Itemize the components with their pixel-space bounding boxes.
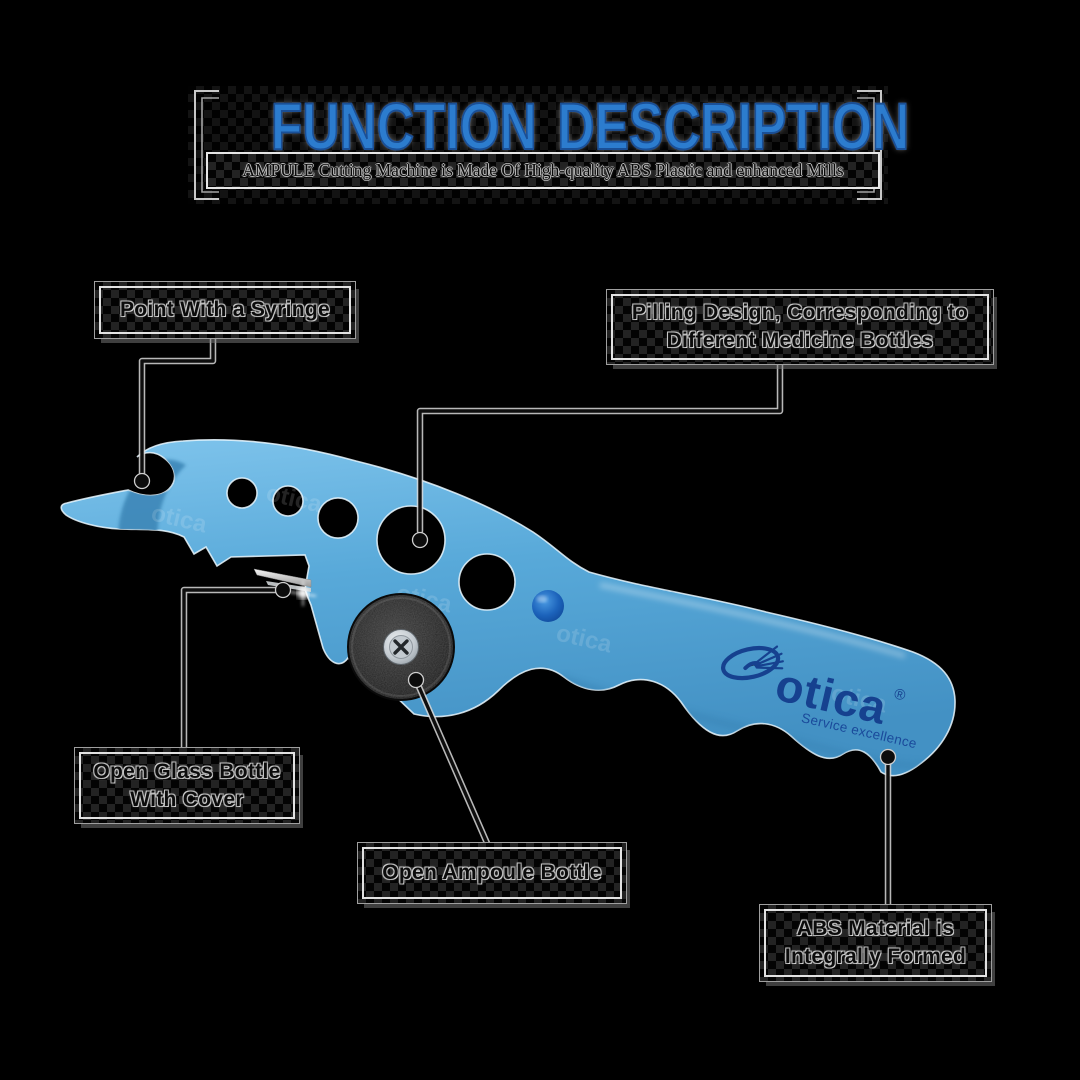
callout-label-line1: Pilling Design, Corresponding to [631, 301, 969, 325]
page-title: FUNCTION DESCRIPTION [270, 89, 910, 163]
callout-label-line1: ABS Material is [796, 917, 955, 941]
leader-open-glass-bottle [182, 588, 285, 749]
wheel-screw [383, 629, 419, 665]
dimple-highlight [536, 595, 548, 603]
leader-point-with-syringe [140, 335, 215, 476]
cutter-body [60, 438, 956, 777]
logo-orbit-icon [721, 645, 781, 681]
callout-label-line2: With Cover [130, 787, 244, 811]
callout-point-with-syringe: Point With a Syringe [95, 282, 355, 338]
leader-pilling-design [418, 361, 782, 533]
callout-open-ampoule-bottle: Open Ampoule Bottle [358, 843, 626, 903]
callout-label: Open Ampoule Bottle [382, 861, 602, 885]
callout-open-glass-bottle: Open Glass Bottle With Cover [75, 748, 299, 823]
page-subtitle: AMPULE Cutting Machine is Made Of High-q… [206, 152, 880, 189]
callout-label: Point With a Syringe [120, 298, 330, 322]
left-bracket-icon [194, 90, 219, 200]
top-sheen [599, 582, 906, 659]
logo-registered-mark: ® [892, 685, 907, 704]
callout-pilling-design: Pilling Design, Corresponding to Differe… [607, 290, 993, 364]
logo-bird-icon [743, 645, 784, 671]
leader-strokes [140, 335, 890, 906]
callout-abs-material: ABS Material is Integrally Formed [760, 905, 991, 981]
callout-label-line1: Open Glass Bottle [93, 759, 281, 783]
leader-dots [133, 472, 897, 766]
callout-label-line2: Different Medicine Bottles [666, 329, 934, 352]
right-bracket-icon [857, 90, 882, 200]
cutting-wheel [347, 593, 455, 701]
callout-label-line2: Integrally Formed [784, 945, 967, 968]
leader-open-ampoule-bottle [414, 678, 489, 845]
